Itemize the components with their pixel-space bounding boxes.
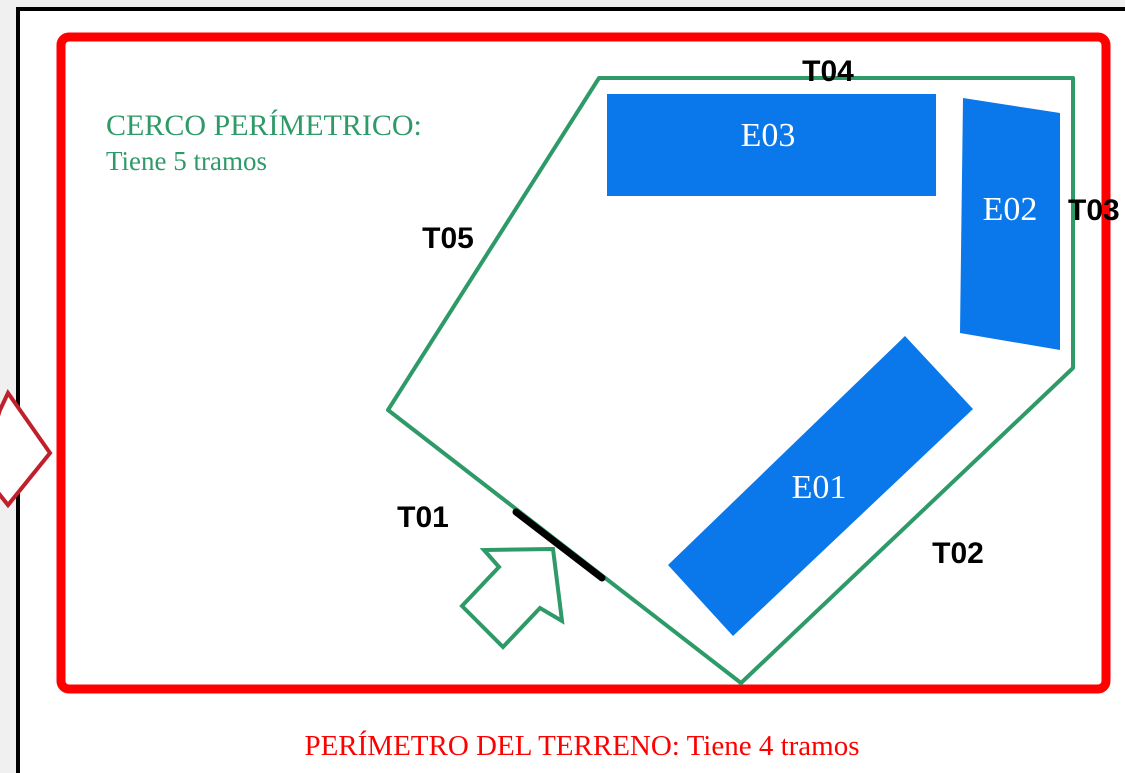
segment-t03-label: T03 — [1068, 194, 1120, 227]
building-e02 — [960, 98, 1060, 350]
fence-subtitle: Tiene 5 tramos — [106, 146, 267, 176]
segment-t02-label: T02 — [932, 537, 984, 570]
fence-title: CERCO PERÍMETRICO: — [106, 109, 422, 142]
perimeter-fence — [386, 76, 1075, 685]
building-e02-label: E02 — [983, 191, 1038, 228]
segment-t04-label: T04 — [802, 55, 854, 88]
segment-t05-label: T05 — [422, 222, 474, 255]
terrain-perimeter — [56, 32, 1111, 694]
building-e01-label: E01 — [792, 469, 847, 506]
terrain-caption: PERÍMETRO DEL TERRENO: Tiene 4 tramos — [304, 729, 859, 762]
segment-t01-label: T01 — [397, 501, 449, 534]
red-arrow-icon — [0, 389, 53, 509]
green-arrow-icon — [459, 546, 565, 650]
gate-segment — [512, 508, 606, 582]
building-e03-label: E03 — [741, 117, 796, 154]
building-e03 — [607, 94, 936, 196]
building-e01 — [668, 336, 973, 636]
